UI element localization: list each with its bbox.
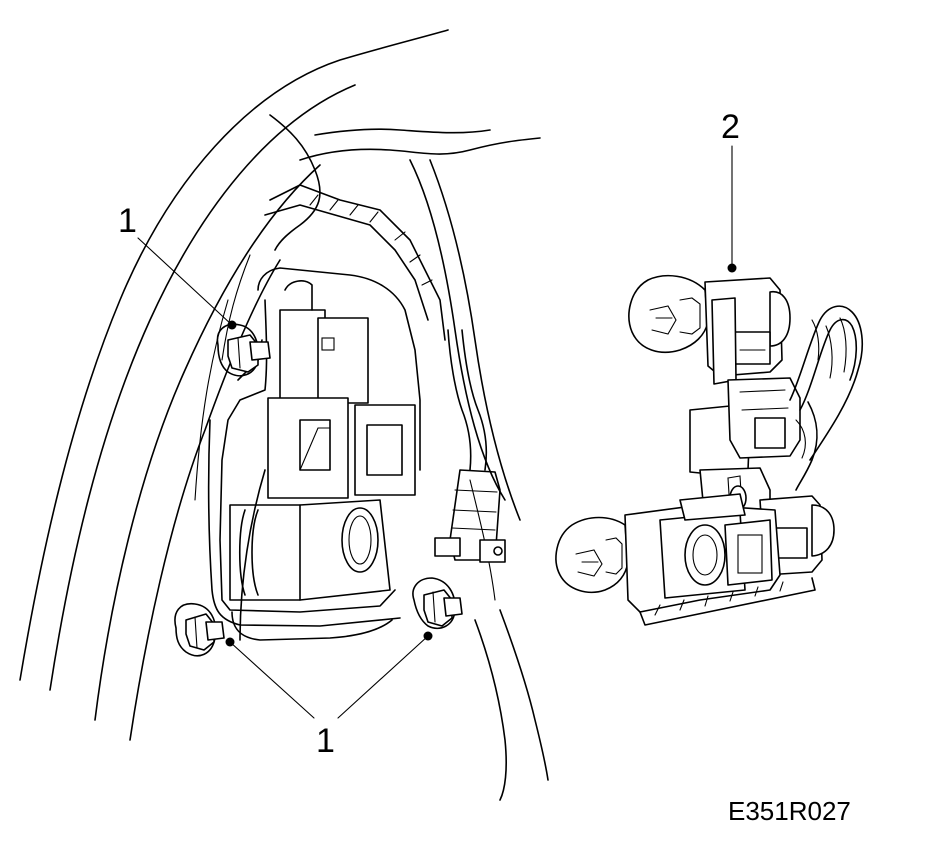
wiring-connector [434,329,506,563]
callout-1-bottom: 1 [225,631,433,760]
callout-1-top: 1 [118,202,237,330]
lamp-inner-components [229,280,416,601]
bulb-holder-assembly [555,274,864,626]
figure-code: E351R027 [728,796,851,826]
upper-bulb [628,274,709,354]
lower-bulb [555,516,629,594]
callout-label-1-top: 1 [118,202,137,240]
leader-dot [423,631,433,641]
lamp-housing [207,184,446,641]
retaining-nut-top-left [216,323,271,377]
retaining-nut-bottom-right [412,577,463,630]
callout-label-2: 2 [721,108,740,146]
leader-dot [225,637,235,647]
callout-2: 2 [721,108,740,273]
leader-dot [727,263,737,273]
callout-label-1-bottom: 1 [316,722,335,760]
body-panel [19,29,549,801]
leader-dot [227,320,237,330]
wire-harness [789,305,864,491]
retaining-nut-bottom-left [174,603,225,657]
